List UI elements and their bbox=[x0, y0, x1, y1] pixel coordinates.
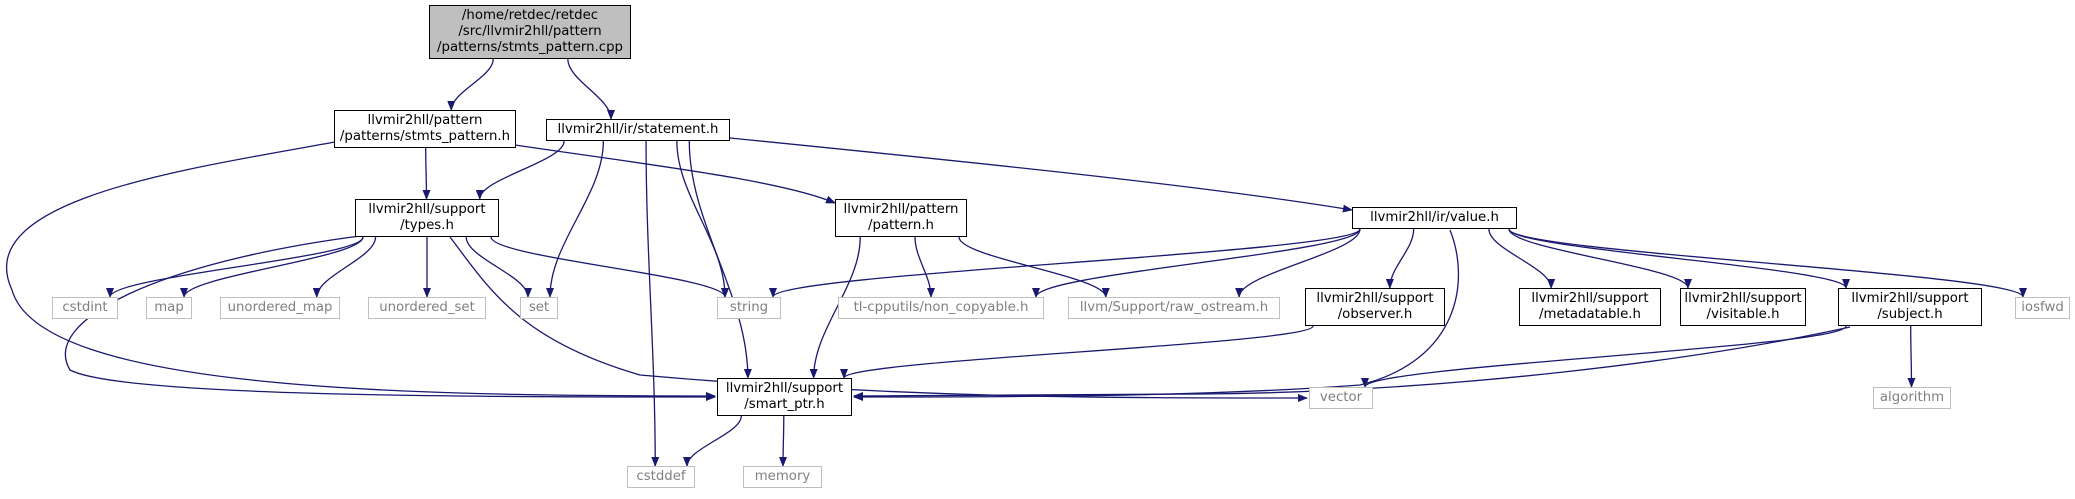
node-unordered-set: unordered_set bbox=[368, 297, 486, 319]
edge-types-h-to-map bbox=[180, 236, 364, 298]
edge-subject-h-to-algorithm bbox=[1907, 325, 1916, 388]
edge-statement-h-to-types-h bbox=[475, 140, 565, 200]
node-smart-ptr-h[interactable]: llvmir2hll/support /smart_ptr.h bbox=[717, 378, 852, 416]
edge-stmts-h-to-types-h bbox=[422, 147, 431, 200]
node-memory: memory bbox=[743, 466, 822, 488]
edge-root-to-stmts-h bbox=[447, 58, 494, 111]
node-subject-h[interactable]: llvmir2hll/support /subject.h bbox=[1838, 288, 1982, 326]
node-value-h[interactable]: llvmir2hll/ir/value.h bbox=[1352, 207, 1517, 229]
node-vector: vector bbox=[1309, 387, 1373, 409]
node-statement-h[interactable]: llvmir2hll/ir/statement.h bbox=[546, 119, 730, 141]
edge-subject-h-to-vector bbox=[1361, 325, 1847, 388]
node-cstdint: cstdint bbox=[52, 297, 118, 319]
edge-statement-h-to-smart-ptr-h bbox=[688, 140, 752, 379]
edge-statement-h-to-cstddef bbox=[645, 140, 660, 467]
node-observer-h[interactable]: llvmir2hll/support /observer.h bbox=[1305, 288, 1445, 326]
edge-value-h-to-raw-ostream bbox=[1235, 228, 1361, 298]
node-metadatable-h[interactable]: llvmir2hll/support /metadatable.h bbox=[1519, 288, 1661, 326]
edge-pattern-h-to-non-copyable bbox=[914, 236, 935, 298]
node-algorithm: algorithm bbox=[1873, 387, 1951, 409]
node-pattern-h[interactable]: llvmir2hll/pattern /pattern.h bbox=[835, 199, 967, 237]
edge-value-h-to-observer-h bbox=[1385, 228, 1415, 289]
edge-observer-h-to-smart-ptr-h bbox=[840, 325, 1314, 379]
edge-smart-ptr-h-to-cstddef bbox=[683, 415, 742, 467]
edge-statement-h-to-set bbox=[546, 140, 604, 298]
edge-smart-ptr-h-to-memory bbox=[779, 415, 788, 467]
edge-types-h-to-smart-ptr-h bbox=[64, 235, 716, 401]
node-map: map bbox=[146, 297, 192, 319]
node-unordered-map: unordered_map bbox=[220, 297, 340, 319]
edge-pattern-h-to-raw-ostream bbox=[958, 236, 1110, 298]
node-cstddef: cstddef bbox=[627, 466, 695, 488]
edge-root-to-statement-h bbox=[567, 58, 615, 120]
edge-value-h-to-string bbox=[769, 228, 1361, 298]
edge-types-h-to-set bbox=[465, 236, 532, 298]
edge-statement-h-to-value-h bbox=[729, 137, 1353, 213]
edge-subject-h-to-smart-ptr-h bbox=[853, 326, 1851, 400]
node-iosfwd: iosfwd bbox=[2015, 297, 2070, 319]
edge-statement-h-to-string bbox=[676, 140, 729, 298]
edge-value-h-to-metadatable-h bbox=[1488, 228, 1556, 289]
node-types-h[interactable]: llvmir2hll/support /types.h bbox=[355, 199, 499, 237]
node-stmts-pattern-h[interactable]: llvmir2hll/pattern /patterns/stmts_patte… bbox=[334, 110, 516, 148]
edge-types-h-to-cstdint bbox=[106, 236, 364, 298]
edge-stmts-h-to-pattern-h bbox=[514, 144, 836, 204]
node-raw-ostream-h: llvm/Support/raw_ostream.h bbox=[1068, 297, 1280, 319]
edge-value-h-to-subject-h bbox=[1508, 228, 1850, 289]
edge-value-h-to-visitable-h bbox=[1508, 228, 1692, 289]
edge-value-h-to-smart-ptr-h bbox=[853, 229, 1460, 401]
edge-stmts-h-to-smart-ptr-h bbox=[5, 141, 716, 400]
node-non-copyable-h: tl-cpputils/non_copyable.h bbox=[838, 297, 1044, 319]
edge-pattern-h-to-smart-ptr-h bbox=[809, 236, 861, 379]
node-stmts-pattern-cpp[interactable]: /home/retdec/retdec /src/llvmir2hll/patt… bbox=[429, 5, 631, 59]
node-string: string bbox=[717, 297, 781, 319]
node-visitable-h[interactable]: llvmir2hll/support /visitable.h bbox=[1680, 288, 1806, 326]
node-set: set bbox=[520, 297, 558, 319]
edge-value-h-to-iosfwd bbox=[1508, 228, 2027, 298]
edge-value-h-to-non-copyable bbox=[1032, 228, 1361, 298]
edge-types-h-to-unordered-map bbox=[312, 236, 377, 298]
edge-types-h-to-string bbox=[490, 236, 729, 298]
